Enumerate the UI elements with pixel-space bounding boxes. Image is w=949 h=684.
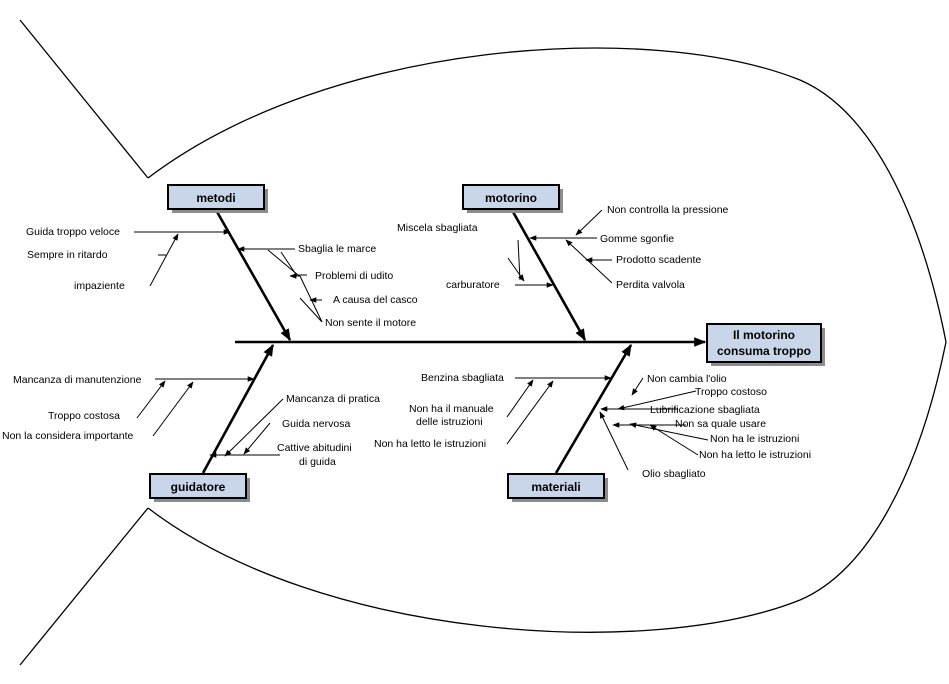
cause-valvola: Perdita valvola xyxy=(616,279,685,291)
cause-nervosa: Guida nervosa xyxy=(282,418,350,430)
category-materiali: materiali xyxy=(507,473,608,502)
cause-istruzioni: Non ha le istruzioni xyxy=(710,433,799,445)
cause-pratica: Mancanza di pratica xyxy=(286,393,380,405)
bone-motorino xyxy=(510,209,587,342)
cause-pressione: Non controlla la pressione xyxy=(607,204,729,216)
bone-materiali xyxy=(554,343,633,474)
cause-letto: Non ha letto le istruzioni xyxy=(374,438,486,450)
cause-manuale-1: Non ha il manuale xyxy=(409,403,494,415)
cause-abitudini-1: Cattive abitudini xyxy=(277,442,352,454)
fish-body-top xyxy=(147,47,947,343)
cause-abitudini-2: di guida xyxy=(299,456,336,468)
cause-letto-2: Non ha letto le istruzioni xyxy=(699,449,811,461)
cause-ritardo: Sempre in ritardo xyxy=(27,249,108,261)
category-guidatore: guidatore xyxy=(149,473,250,502)
cause-lubrificazione: Lubrificazione sbagliata xyxy=(650,404,760,416)
cause-udito: Problemi di udito xyxy=(315,270,393,282)
bone-guidatore xyxy=(201,343,275,474)
cause-carburatore: carburatore xyxy=(446,279,500,291)
cause-quale: Non sa quale usare xyxy=(675,418,766,430)
cause-prodotto: Prodotto scadente xyxy=(616,254,701,266)
motorino-causes: Miscela sbagliata carburatore Non contro… xyxy=(397,204,729,291)
category-motorino-label: motorino xyxy=(485,191,537,205)
category-metodi: metodi xyxy=(167,184,268,213)
metodi-causes: Guida troppo veloce Sempre in ritardo im… xyxy=(26,226,418,329)
fish-body-bottom xyxy=(147,341,947,633)
bone-metodi xyxy=(214,209,292,342)
cause-olio-sbagliato: Olio sbagliato xyxy=(642,468,706,480)
guidatore-causes: Mancanza di manutenzione Troppo costosa … xyxy=(2,374,380,468)
fish-tail-bottom xyxy=(19,507,149,666)
effect-box: Il motorino consuma troppo xyxy=(706,323,825,366)
category-motorino: motorino xyxy=(462,184,563,213)
cause-miscela: Miscela sbagliata xyxy=(397,222,478,234)
cause-motore: Non sente il motore xyxy=(325,317,416,329)
cause-benzina: Benzina sbagliata xyxy=(421,372,504,384)
cause-olio-cambia: Non cambia l'olio xyxy=(647,373,727,385)
cause-importante: Non la considera importante xyxy=(2,430,133,442)
cause-gomme: Gomme sgonfie xyxy=(600,233,674,245)
effect-line-2: consuma troppo xyxy=(717,344,811,358)
cause-impaziente: impaziente xyxy=(74,280,125,292)
cause-olio-costoso: Troppo costoso xyxy=(695,386,767,398)
category-guidatore-label: guidatore xyxy=(171,480,226,494)
category-metodi-label: metodi xyxy=(196,191,235,205)
cause-costosa: Troppo costosa xyxy=(48,410,120,422)
cause-manutenzione: Mancanza di manutenzione xyxy=(13,374,142,386)
cause-manuale-2: delle istruzioni xyxy=(416,416,483,428)
cause-casco: A causa del casco xyxy=(333,294,418,306)
cause-guida-veloce: Guida troppo veloce xyxy=(26,226,120,238)
effect-line-1: Il motorino xyxy=(733,328,795,342)
fish-tail-top xyxy=(19,19,149,179)
materiali-causes: Benzina sbagliata Non ha il manuale dell… xyxy=(374,372,811,480)
cause-marce: Sbaglia le marce xyxy=(298,243,376,255)
fish-outline xyxy=(19,19,947,666)
category-materiali-label: materiali xyxy=(531,480,580,494)
